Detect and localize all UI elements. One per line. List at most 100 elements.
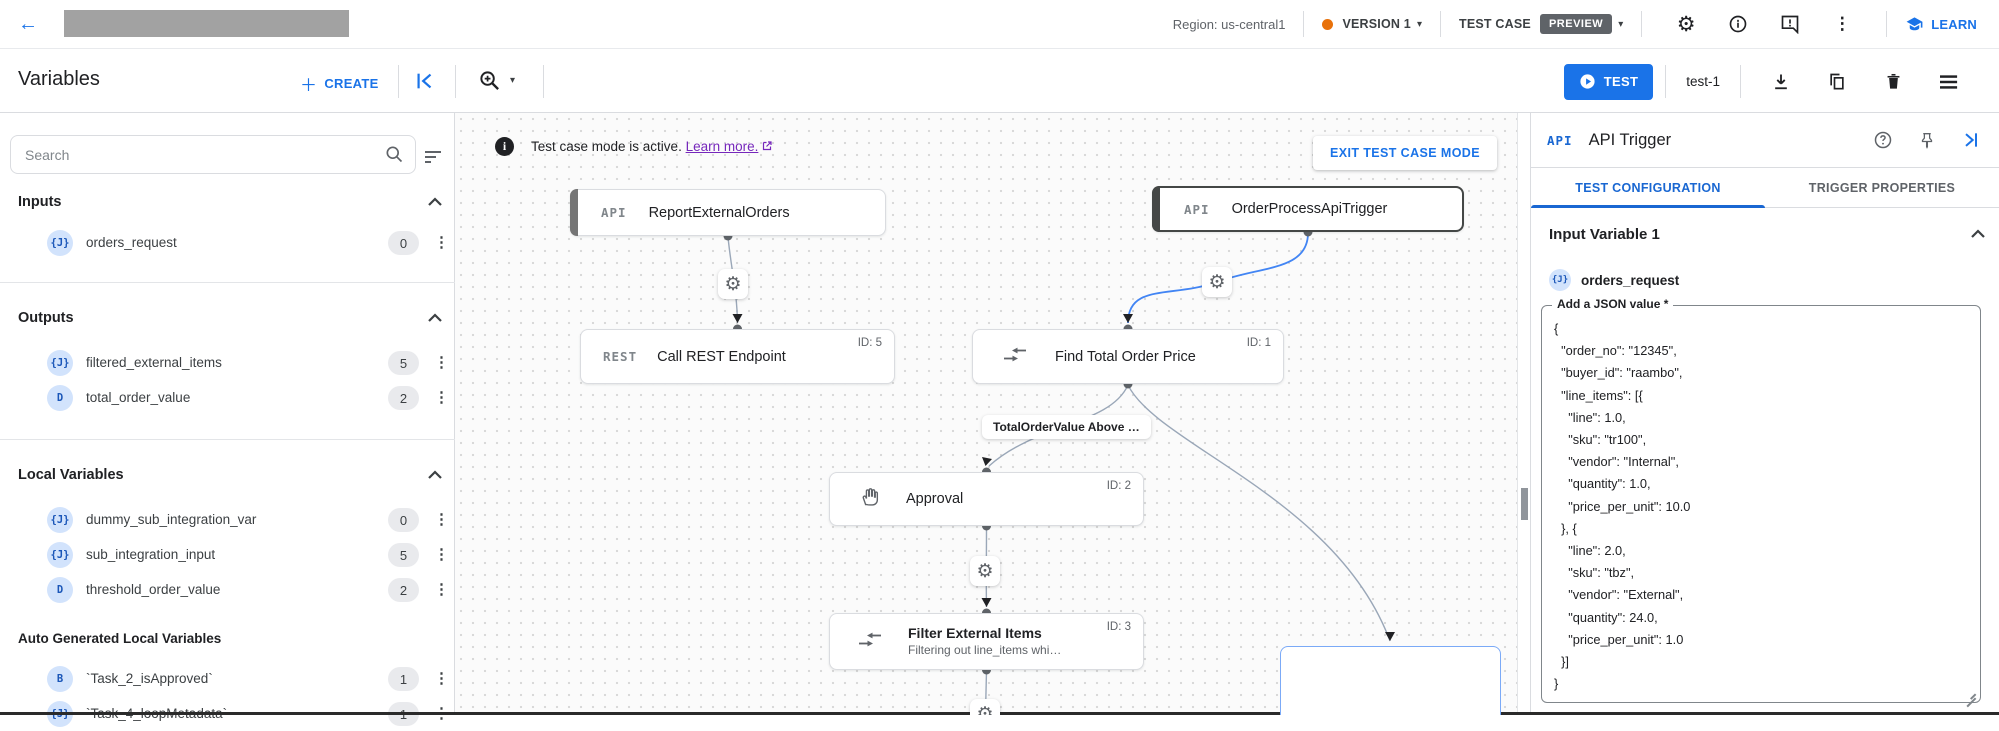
pin-icon[interactable] <box>1915 128 1939 152</box>
field-label: Add a JSON value * <box>1552 297 1674 311</box>
download-icon[interactable] <box>1768 69 1794 95</box>
test-label: TEST <box>1603 74 1639 89</box>
usage-count-badge: 2 <box>388 578 419 602</box>
variable-name: orders_request <box>1581 272 1680 288</box>
learn-label: LEARN <box>1931 16 1977 32</box>
chevron-up-icon[interactable] <box>428 466 442 484</box>
chevron-up-icon[interactable] <box>428 193 442 211</box>
row-more-options-icon[interactable]: ⋮ <box>434 581 449 598</box>
edge-settings-gear-icon[interactable]: ⚙︎ <box>970 556 1000 586</box>
json-value-input[interactable]: { "order_no": "12345", "buyer_id": "raam… <box>1554 321 1691 692</box>
help-icon[interactable] <box>1871 128 1895 152</box>
section-title: Input Variable 1 <box>1549 225 1660 243</box>
panel-variable-row: {J} orders_request <box>1549 269 1679 291</box>
zoom-tool-dropdown[interactable]: ▾ <box>478 69 515 92</box>
row-more-options-icon[interactable]: ⋮ <box>434 389 449 406</box>
resize-handle[interactable] <box>1966 688 1977 699</box>
node-order-process-api-trigger[interactable]: API OrderProcessApiTrigger <box>1152 186 1464 232</box>
school-icon <box>1906 16 1923 30</box>
node-filter-external-items[interactable]: Filter External Items Filtering out line… <box>829 613 1144 670</box>
node-approval[interactable]: Approval ID: 2 <box>829 472 1144 526</box>
rest-badge: REST <box>603 349 638 364</box>
version-status-dot <box>1322 18 1334 30</box>
row-more-options-icon[interactable]: ⋮ <box>434 511 449 528</box>
variable-row[interactable]: {J} dummy_sub_integration_var 0 ⋮ <box>0 502 455 537</box>
divider <box>455 65 456 98</box>
variable-type-icon: D <box>47 576 73 603</box>
more-options-icon[interactable]: ⋮ <box>1833 14 1851 33</box>
edge-condition-label[interactable]: TotalOrderValue Above … <box>982 415 1151 439</box>
node-call-rest-endpoint[interactable]: REST Call REST Endpoint ID: 5 <box>580 329 895 384</box>
row-more-options-icon[interactable]: ⋮ <box>434 234 449 251</box>
json-value-field: Add a JSON value * { "order_no": "12345"… <box>1541 297 1981 703</box>
variable-row[interactable]: {J} orders_request 0 ⋮ <box>0 225 455 260</box>
usage-count-badge: 0 <box>388 231 419 255</box>
row-more-options-icon[interactable]: ⋮ <box>434 354 449 371</box>
variable-row[interactable]: D total_order_value 2 ⋮ <box>0 380 455 415</box>
learn-more-link[interactable]: Learn more. <box>685 139 759 154</box>
create-variable-button[interactable]: ＋ CREATE <box>300 71 379 96</box>
back-arrow-icon[interactable]: ← <box>18 12 38 35</box>
learn-button[interactable]: LEARN <box>1905 15 1977 34</box>
variable-row[interactable]: D threshold_order_value 2 ⋮ <box>0 572 455 607</box>
chevron-up-icon[interactable] <box>428 309 442 327</box>
variable-name: total_order_value <box>86 390 191 405</box>
canvas-scrollbar[interactable] <box>1517 113 1530 715</box>
node-subtitle: Filtering out line_items whi… <box>908 642 1062 657</box>
edge-settings-gear-icon[interactable]: ⚙︎ <box>718 269 748 299</box>
tab-trigger-properties[interactable]: TRIGGER PROPERTIES <box>1808 180 1956 195</box>
variable-row[interactable]: B `Task_2_isApproved` 1 ⋮ <box>0 661 455 696</box>
region-label: Region: us-central1 <box>1172 16 1286 32</box>
list-menu-icon[interactable] <box>1936 69 1962 95</box>
info-icon[interactable] <box>1726 12 1750 36</box>
api-badge: API <box>1184 201 1210 217</box>
edge-settings-gear-icon[interactable]: ⚙︎ <box>970 699 1000 715</box>
outputs-list: {J} filtered_external_items 5 ⋮ D total_… <box>0 345 455 415</box>
test-button[interactable]: TEST <box>1563 63 1654 100</box>
variable-name: `Task_2_isApproved` <box>86 671 213 686</box>
test-case-name[interactable]: test-1 <box>1686 74 1720 89</box>
copy-icon[interactable] <box>1824 69 1850 95</box>
create-label: CREATE <box>324 76 379 91</box>
node-report-external-orders[interactable]: API ReportExternalOrders <box>570 189 886 236</box>
integration-canvas[interactable]: i Test case mode is active. Learn more. … <box>455 113 1517 715</box>
panel-tabs: TEST CONFIGURATION TRIGGER PROPERTIES <box>1531 168 1999 208</box>
chevron-down-icon: ▾ <box>1416 18 1422 30</box>
variable-type-icon: {J} <box>47 506 73 533</box>
usage-count-badge: 5 <box>388 351 419 375</box>
edge-settings-gear-icon[interactable]: ⚙︎ <box>1202 267 1232 297</box>
tab-test-configuration[interactable]: TEST CONFIGURATION <box>1531 168 1765 208</box>
external-link-icon <box>761 140 773 155</box>
divider <box>398 65 399 98</box>
collapse-panel-right-icon[interactable] <box>1959 128 1983 152</box>
panel-title: API Trigger <box>1588 130 1672 149</box>
variable-name: sub_integration_input <box>86 547 216 562</box>
delete-trash-icon[interactable] <box>1880 69 1906 95</box>
usage-count-badge: 1 <box>388 667 419 691</box>
variable-row[interactable]: {J} sub_integration_input 5 ⋮ <box>0 537 455 572</box>
search-icon[interactable] <box>384 144 404 169</box>
row-more-options-icon[interactable]: ⋮ <box>434 546 449 563</box>
node-title: Find Total Order Price <box>1055 348 1196 365</box>
variable-row[interactable]: {J} filtered_external_items 5 ⋮ <box>0 345 455 380</box>
settings-gear-icon[interactable]: ⚙︎ <box>1676 12 1696 36</box>
exit-test-case-mode-button[interactable]: EXIT TEST CASE MODE <box>1313 136 1497 170</box>
feedback-icon[interactable] <box>1778 12 1802 36</box>
highlighted-node-placeholder[interactable] <box>1280 646 1501 715</box>
scrollbar-thumb[interactable] <box>1521 488 1528 520</box>
variable-name: dummy_sub_integration_var <box>86 512 257 527</box>
preview-badge[interactable]: PREVIEW <box>1539 14 1613 34</box>
search-input[interactable] <box>10 135 416 174</box>
node-id: ID: 1 <box>1246 337 1271 349</box>
outputs-section-header: Outputs <box>18 309 442 327</box>
section-title: Auto Generated Local Variables <box>18 631 222 646</box>
variable-type-icon: {J} <box>1549 269 1571 291</box>
node-find-total-order-price[interactable]: Find Total Order Price ID: 1 <box>972 329 1284 384</box>
row-more-options-icon[interactable]: ⋮ <box>434 670 449 687</box>
chevron-up-icon[interactable] <box>1971 225 1985 243</box>
sort-filter-icon[interactable] <box>425 151 443 165</box>
version-selector[interactable]: VERSION 1 <box>1342 17 1411 31</box>
divider <box>1641 11 1643 37</box>
divider <box>0 282 455 283</box>
collapse-panel-icon[interactable] <box>414 70 436 97</box>
